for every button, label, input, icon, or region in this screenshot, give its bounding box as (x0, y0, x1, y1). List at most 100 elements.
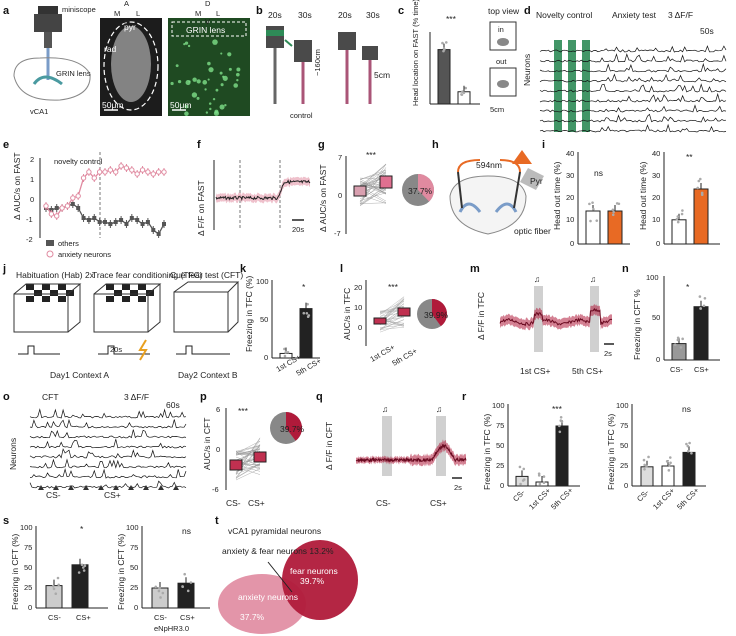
dot-r-right-2-4 (690, 451, 693, 455)
panel-c: Head location on FAST (% time) *** top v… (411, 0, 520, 114)
miniscope-stem (44, 32, 52, 48)
dot-r-left-0-0 (522, 467, 526, 471)
panel-g: Δ AUC/s on FAST 7 0 -7 *** 37.7% (318, 150, 435, 238)
checker-checker1-2-2 (42, 296, 50, 302)
ytick-l-0: 20 (354, 283, 362, 292)
cat-o-0: CS- (46, 490, 61, 500)
cell-35 (219, 71, 223, 75)
cell-36 (235, 72, 240, 77)
bar-i-left-0 (585, 210, 601, 245)
panel-i: Head out time (%) 40 30 20 10 0 ns Head … (552, 149, 720, 248)
pie-l (417, 299, 447, 329)
bar-i-right-0 (671, 219, 687, 245)
context-a-box-hab (13, 283, 82, 333)
context-a-box-tfc (93, 283, 162, 333)
cell-3 (236, 79, 239, 82)
point-others-2 (54, 206, 59, 210)
ytick-i-r-1: 30 (652, 171, 660, 180)
cat-r-r-2: 5th CS+ (675, 485, 701, 511)
dot-s-right-0-2 (157, 589, 161, 593)
dot-i-left-1-3 (612, 210, 615, 214)
cell-0 (191, 92, 198, 98)
panel-letter-p: p (200, 391, 207, 403)
dot-s-left-0-3 (54, 592, 58, 596)
checker-checker1-1-3 (50, 290, 58, 296)
scale-x-d: 50s (700, 26, 714, 36)
dot-n-1-3 (702, 304, 706, 308)
cell-12 (207, 61, 211, 66)
panel-letter-k: k (240, 263, 247, 275)
bar-i-right-1 (693, 188, 709, 245)
cell-29 (220, 83, 224, 87)
fluorescent-cells (170, 39, 241, 116)
panel-t: vCA1 pyramidal neurons anxiety & fear ne… (218, 526, 358, 634)
neuron-trace-d-8 (539, 123, 727, 133)
dot-n-0-3 (679, 346, 683, 349)
top-view-label: top view (488, 6, 520, 16)
panel-letter-d: d (524, 5, 531, 17)
arrow-green (284, 39, 293, 47)
panel-letter-q: q (316, 391, 323, 403)
neuron-pair-gLines-38 (359, 188, 387, 207)
neuron-trace-d-7 (539, 113, 727, 123)
ytick-k-2: 0 (264, 353, 268, 362)
hippocampus-shape (32, 75, 63, 86)
ylabel-n: Freezing in CFT % (632, 289, 642, 360)
compass2-d: D (205, 0, 211, 8)
dot-c-0-3 (444, 41, 448, 44)
panel-o: CFT 3 ΔF/F 60s Neurons CS- CS+ (8, 392, 187, 500)
point-others-9 (92, 216, 97, 220)
dot-s-left-1-2 (82, 569, 86, 572)
cell-28 (196, 96, 200, 100)
checker-checker2-2-4 (138, 296, 146, 302)
rad-label: rad (104, 44, 117, 54)
scale-label: 5cm (374, 70, 390, 80)
dot-i-left-0-0 (588, 202, 591, 206)
cell-2 (212, 39, 218, 45)
dot-i-right-0-0 (676, 215, 680, 218)
cell-38 (170, 81, 174, 86)
dot-s-left-1-0 (77, 571, 81, 574)
box-novelty-1 (266, 26, 284, 48)
ylabel-s-left: Freezing in CFT (%) (10, 533, 20, 610)
dot-r-left-1-3 (542, 481, 546, 485)
dot-r-left-0-1 (519, 482, 522, 486)
point-others-11 (103, 220, 107, 224)
ytick-s-r-4: 0 (134, 603, 138, 612)
point-anx-17 (134, 171, 140, 177)
sig-s: * (80, 524, 84, 534)
pie-slice-l-primary (432, 299, 447, 327)
panel-k: Freezing in TFC (%) 100 50 0 * 1st CS+ 5… (244, 275, 323, 377)
panel-letter-c: c (398, 5, 404, 17)
trace-mean-f (215, 179, 311, 202)
panel-letter-i: i (542, 139, 545, 151)
dot-i-left-0-3 (589, 219, 592, 223)
dot-n-1-0 (698, 295, 702, 298)
ytick-n-0: 100 (646, 273, 659, 282)
box-g-left (353, 185, 367, 197)
cat-s-r-0: CS- (154, 613, 167, 622)
sig-k: * (302, 282, 306, 292)
cell-26 (208, 67, 214, 73)
dot-i-right-0-1 (681, 209, 684, 212)
checker-checker2-1-3 (130, 290, 138, 296)
ytick-p-1: 0 (216, 445, 220, 454)
ylabel-r-left: Freezing in TFC (%) (482, 413, 492, 490)
novelty-block-0 (554, 40, 562, 132)
bars-s-right (151, 572, 195, 609)
distance-label: ~160cm (313, 49, 322, 76)
checker-checker2-2-0 (106, 296, 114, 302)
trace-mean-q1 (355, 456, 411, 464)
bar-r-left-2 (555, 425, 569, 487)
ytick-i-4: 0 (570, 239, 574, 248)
dot-c-0-1 (441, 41, 444, 45)
novelty-control-e: novelty control (54, 157, 103, 166)
point-others-19 (145, 220, 150, 224)
brain-outline (13, 57, 91, 101)
ytick-k-1: 50 (260, 315, 268, 324)
panel-letter-t: t (215, 515, 219, 527)
ylabel-i-left: Head out time (%) (552, 161, 562, 230)
dot-i-right-0-3 (675, 217, 679, 221)
box-fast-1 (338, 32, 356, 50)
cat-p-0: CS- (226, 498, 241, 508)
